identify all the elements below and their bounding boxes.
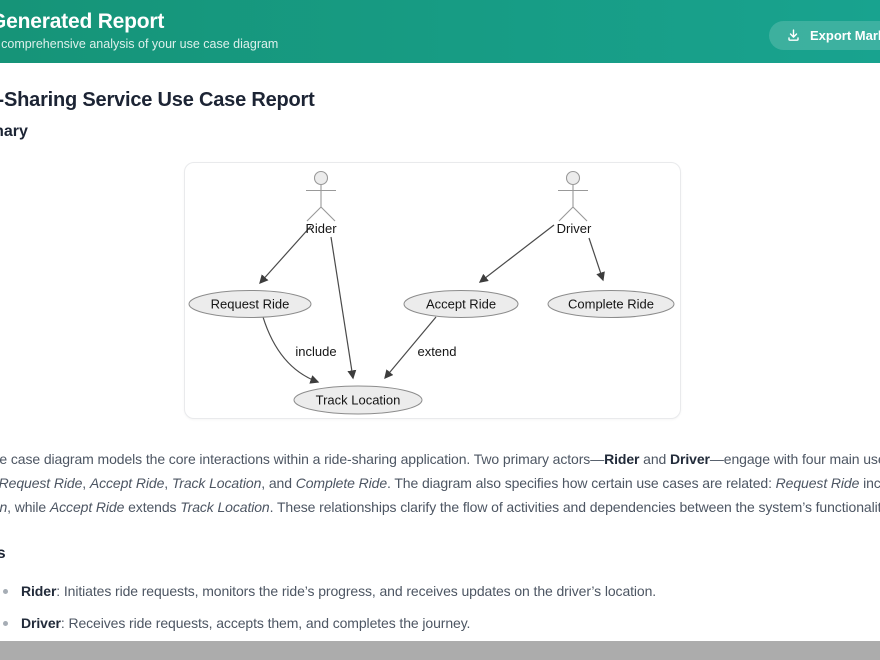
use-case-diagram: Rider Driver Request Ride Accept Ride Co…	[188, 170, 675, 415]
list-item-text: Driver: Receives ride requests, accepts …	[21, 615, 471, 631]
edge-include	[262, 316, 320, 384]
list-item-driver: Driver: Receives ride requests, accepts …	[0, 616, 880, 631]
actor-label-rider: Rider	[305, 221, 337, 236]
export-markdown-button[interactable]: Export Markdown	[769, 21, 880, 50]
edge-label-include: include	[295, 344, 336, 359]
edge-driver-complete-ride	[588, 237, 605, 282]
bullet-icon	[3, 589, 8, 594]
edge-label-bg-include	[292, 344, 340, 360]
use-case-label-complete-ride: Complete Ride	[568, 297, 654, 312]
summary-paragraph: This use case diagram models the core in…	[0, 447, 880, 519]
actor-label-driver: Driver	[557, 221, 592, 236]
export-button-label: Export Markdown	[810, 28, 880, 43]
edge-label-bg-extend	[414, 344, 460, 360]
actor-figure-driver	[558, 170, 588, 222]
header-subtitle: A comprehensive analysis of your use cas…	[0, 37, 279, 51]
header-text-block: Generated Report A comprehensive analysi…	[0, 9, 278, 52]
edge-extend	[384, 316, 437, 380]
paragraph-line: cases: Request Ride, Accept Ride, Track …	[0, 475, 880, 491]
header-title: Generated Report	[0, 10, 165, 33]
diagram-edges	[259, 224, 605, 384]
report-page-title: Ride-Sharing Service Use Case Report	[0, 89, 315, 111]
section-heading-summary: Summary	[0, 123, 28, 140]
use-case-diagram-card: Rider Driver Request Ride Accept Ride Co…	[184, 162, 681, 419]
list-item-text: Rider: Initiates ride requests, monitors…	[21, 583, 657, 599]
report-content: Ride-Sharing Service Use Case Report Sum…	[0, 63, 880, 648]
paragraph-line: This use case diagram models the core in…	[0, 451, 880, 467]
edge-rider-track-location	[330, 236, 357, 380]
use-case-ellipse-complete-ride	[547, 290, 675, 318]
use-case-ellipse-accept-ride	[403, 290, 519, 318]
bottom-bar	[0, 641, 880, 660]
paragraph-line: Location, while Accept Ride extends Trac…	[0, 499, 880, 515]
use-case-ellipse-request-ride	[188, 290, 312, 318]
report-header: Generated Report A comprehensive analysi…	[0, 0, 880, 63]
edge-rider-request-ride	[259, 225, 312, 285]
actor-figure-rider	[306, 170, 336, 222]
use-case-label-accept-ride: Accept Ride	[426, 297, 496, 312]
use-case-nodes	[188, 290, 675, 415]
use-case-ellipse-track-location	[293, 385, 423, 415]
bullet-icon	[3, 621, 8, 626]
use-case-label-track-location: Track Location	[316, 393, 401, 408]
list-item-rider: Rider: Initiates ride requests, monitors…	[0, 584, 880, 599]
edge-driver-accept-ride	[478, 224, 555, 283]
section-heading-actors: Actors	[0, 545, 6, 562]
edge-label-extend: extend	[417, 344, 456, 359]
actors-list: Rider: Initiates ride requests, monitors…	[0, 584, 880, 631]
use-case-label-request-ride: Request Ride	[211, 297, 290, 312]
download-icon	[786, 28, 801, 43]
